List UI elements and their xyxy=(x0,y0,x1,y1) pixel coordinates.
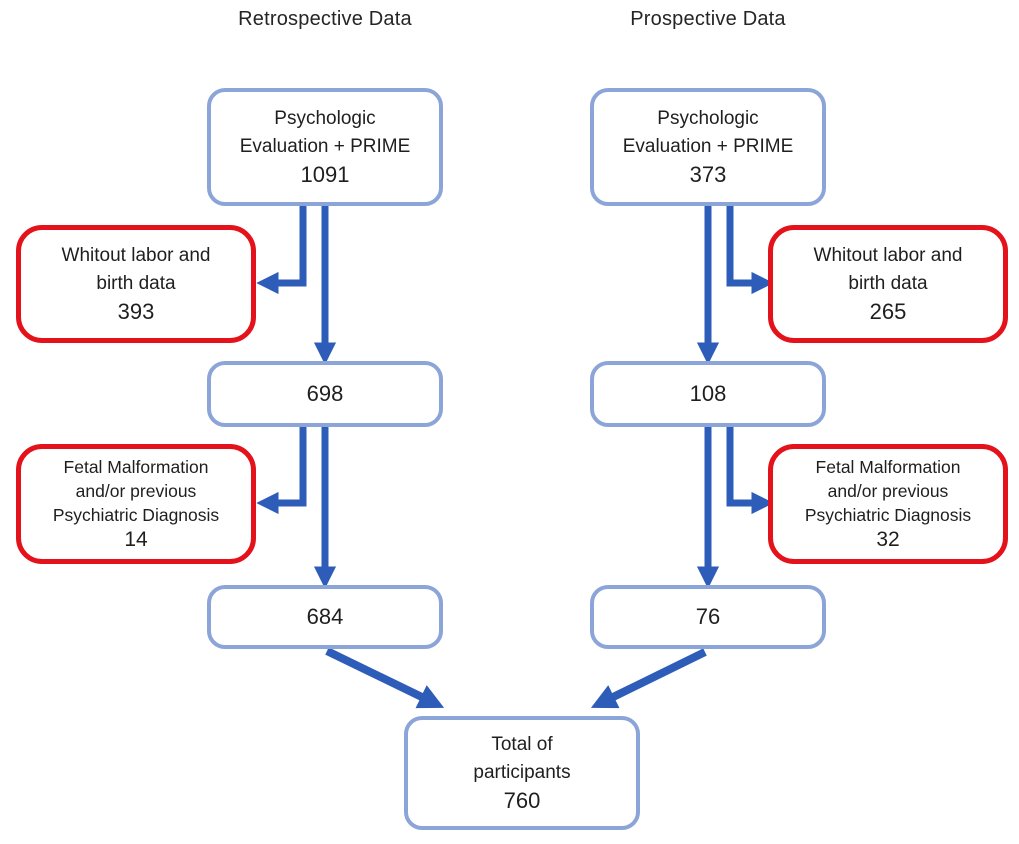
arrow-retro-mid-to-excl2 xyxy=(256,427,307,515)
node-value: 14 xyxy=(124,528,148,551)
node-value: 760 xyxy=(503,788,541,813)
node-value: 684 xyxy=(306,604,344,629)
node-retro-eval: Psychologic Evaluation + PRIME 1091 xyxy=(207,88,443,206)
node-label: Total of xyxy=(491,734,553,755)
node-pros-excluded-malformation: Fetal Malformation and/or previous Psych… xyxy=(768,444,1008,564)
arrow-pros-final-to-total xyxy=(590,648,707,709)
node-label: Psychologic xyxy=(657,108,759,129)
node-label: Psychologic xyxy=(274,108,376,129)
arrow-retro-final-to-total xyxy=(325,647,445,709)
node-label: and/or previous xyxy=(827,481,949,501)
arrow-pros-mid-to-excl2 xyxy=(726,427,774,515)
node-total-participants: Total of participants 760 xyxy=(404,716,640,830)
node-label: Evaluation + PRIME xyxy=(239,136,411,157)
node-pros-mid: 108 xyxy=(590,361,826,427)
node-value: 76 xyxy=(695,604,721,629)
node-retro-excluded-malformation: Fetal Malformation and/or previous Psych… xyxy=(16,444,256,564)
node-pros-excluded-labor: Whitout labor and birth data 265 xyxy=(768,225,1008,343)
node-label: Whitout labor and xyxy=(813,245,963,266)
node-label: Fetal Malformation xyxy=(63,457,209,477)
node-retro-mid: 698 xyxy=(207,361,443,427)
node-value: 108 xyxy=(689,381,727,406)
node-value: 1091 xyxy=(300,162,350,187)
node-label: Psychiatric Diagnosis xyxy=(804,505,972,525)
node-label: Evaluation + PRIME xyxy=(622,136,794,157)
node-retro-excluded-labor: Whitout labor and birth data 393 xyxy=(16,225,256,343)
column-header-retrospective: Retrospective Data xyxy=(238,8,412,30)
node-label: Whitout labor and xyxy=(61,245,211,266)
column-header-prospective: Prospective Data xyxy=(630,8,786,30)
node-value: 373 xyxy=(689,162,727,187)
arrow-pros-eval-to-excl1 xyxy=(726,206,774,295)
node-value: 32 xyxy=(876,528,900,551)
node-pros-final: 76 xyxy=(590,585,826,649)
node-pros-eval: Psychologic Evaluation + PRIME 373 xyxy=(590,88,826,206)
node-label: Psychiatric Diagnosis xyxy=(52,505,220,525)
node-value: 698 xyxy=(306,381,344,406)
node-label: participants xyxy=(473,762,571,783)
node-label: birth data xyxy=(848,273,928,294)
arrow-retro-eval-to-excl1 xyxy=(256,206,307,295)
node-value: 393 xyxy=(117,299,155,324)
node-value: 265 xyxy=(869,299,907,324)
node-label: birth data xyxy=(96,273,176,294)
node-label: and/or previous xyxy=(75,481,197,501)
node-retro-final: 684 xyxy=(207,585,443,649)
node-label: Fetal Malformation xyxy=(815,457,961,477)
